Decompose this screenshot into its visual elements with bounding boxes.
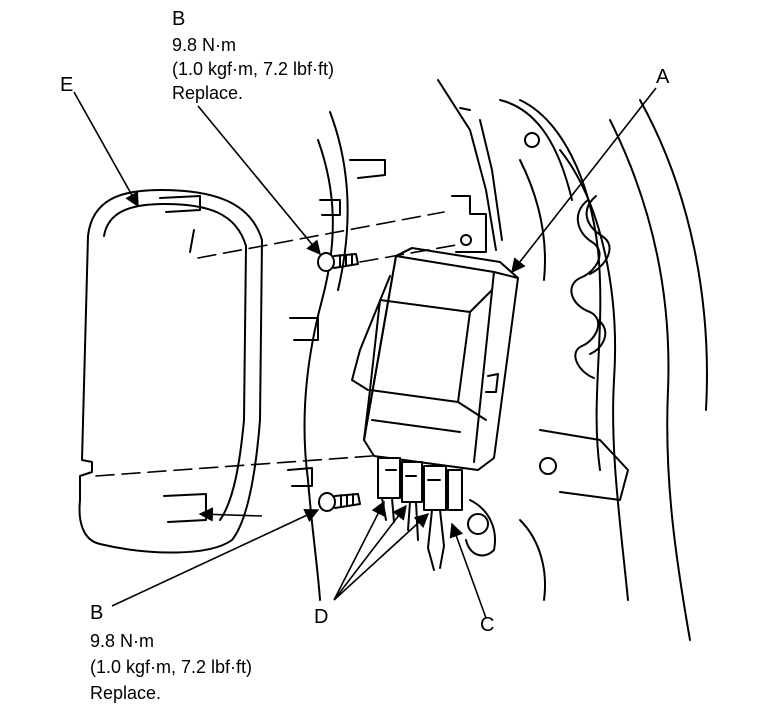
leader-lines	[73, 87, 657, 619]
alignment-lines	[95, 211, 463, 477]
bolt-top	[317, 252, 359, 272]
bolt-bottom-torque: 9.8 N·m	[90, 631, 155, 651]
leader-b-bottom	[111, 508, 320, 607]
leader-d-2	[333, 504, 407, 601]
bolt-top-note: Replace.	[172, 83, 244, 103]
leader-d-1	[333, 500, 385, 601]
leader-b-top	[197, 105, 321, 256]
cover-e	[78, 189, 263, 554]
leader-d-3	[333, 513, 430, 601]
leader-e	[73, 91, 139, 208]
callout-a: A	[656, 66, 670, 88]
bolt-top-torque-alt: (1.0 kgf·m, 7.2 lbf·ft)	[172, 59, 335, 79]
bolt-top-letter: B	[172, 8, 186, 30]
bolt-bottom	[318, 492, 361, 512]
connectors	[377, 457, 463, 571]
leader-cover-clip	[198, 507, 263, 522]
callout-c: C	[480, 614, 495, 636]
leader-a	[511, 87, 657, 274]
module-bracket	[451, 195, 487, 253]
bolt-bottom-letter: B	[90, 602, 104, 624]
bolt-top-torque: 9.8 N·m	[172, 35, 237, 55]
bolt-bottom-torque-alt: (1.0 kgf·m, 7.2 lbf·ft)	[90, 657, 253, 677]
control-module	[351, 247, 519, 471]
callout-d: D	[314, 606, 329, 628]
callout-e: E	[60, 74, 74, 96]
bolt-bottom-note: Replace.	[90, 683, 162, 703]
body-panel	[287, 79, 708, 641]
leader-c	[449, 522, 487, 619]
